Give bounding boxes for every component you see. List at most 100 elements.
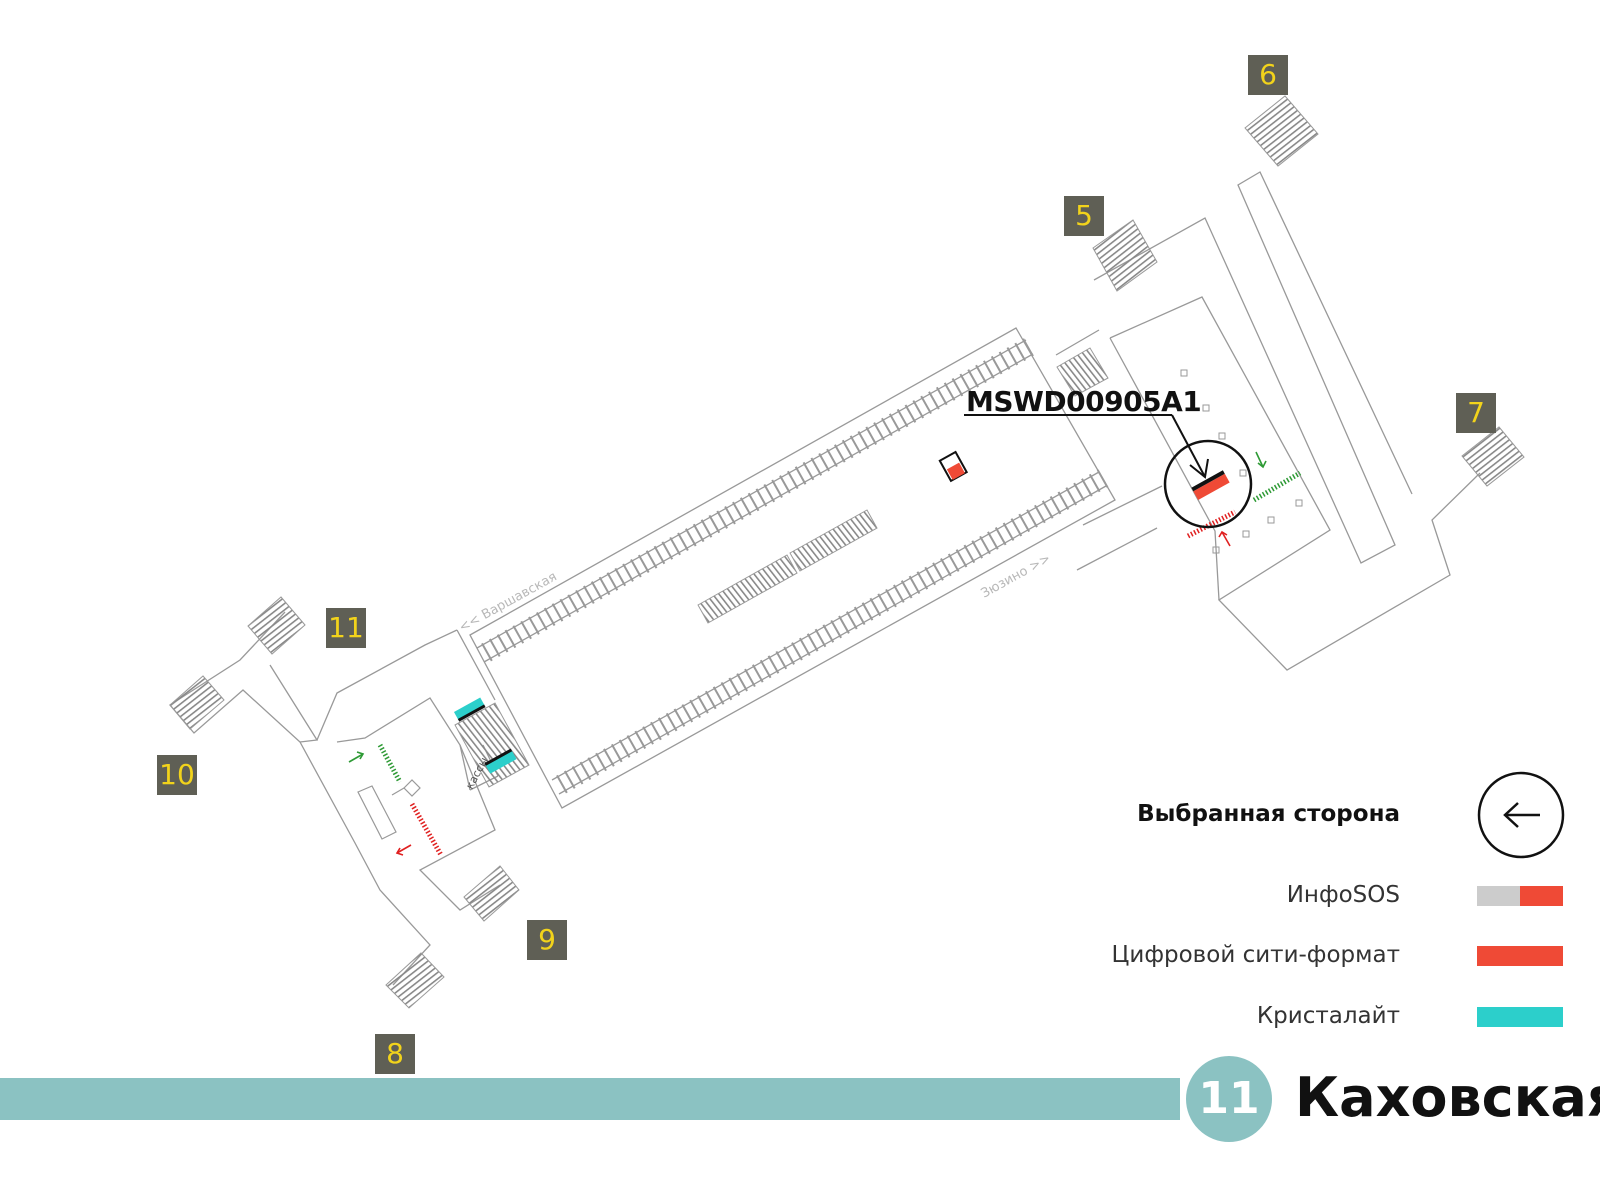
track-sleeper — [732, 501, 744, 521]
track-sleeper — [1088, 473, 1101, 493]
track-sleeper — [814, 628, 827, 648]
track-sleeper — [752, 664, 764, 683]
track-sleeper — [587, 757, 600, 776]
track-sleeper — [951, 377, 964, 397]
track-1-sleepers — [481, 338, 1034, 662]
direction-right-label: Зюзино >> — [979, 551, 1054, 601]
legend-crystallite: Кристалайт — [1256, 1003, 1400, 1029]
track-sleeper — [739, 497, 752, 516]
track-sleeper — [955, 549, 968, 568]
track-sleeper — [802, 461, 815, 481]
track-sleeper — [634, 730, 647, 750]
track-sleeper — [943, 382, 956, 401]
track-sleeper — [661, 541, 674, 560]
track-sleeper — [1010, 518, 1023, 537]
track-sleeper — [783, 646, 795, 665]
metro-line-bar — [0, 1078, 1180, 1120]
track-sleeper — [700, 519, 713, 538]
track-sleeper — [834, 444, 846, 463]
track-sleeper — [1073, 482, 1085, 502]
track-sleeper — [826, 448, 838, 468]
track-2-sleepers — [556, 469, 1109, 794]
track-sleeper — [657, 717, 670, 736]
legend-crystallite-swatch — [1477, 1007, 1563, 1027]
track-sleeper — [747, 492, 760, 512]
track-sleeper — [779, 475, 791, 494]
track-sleeper — [975, 364, 987, 384]
entry-arrow-icon — [348, 751, 365, 763]
track-sleeper — [869, 597, 882, 617]
exit-arrow-icon — [395, 844, 412, 856]
track-sleeper — [861, 602, 874, 621]
arrow-left-icon — [1503, 802, 1540, 828]
track-sleeper — [810, 457, 823, 476]
track-sleeper — [838, 615, 850, 634]
crystallite-panels — [453, 697, 517, 774]
track-sleeper — [983, 360, 995, 379]
track-sleeper — [755, 488, 768, 507]
track-sleeper — [575, 589, 587, 609]
track-sleeper — [971, 540, 983, 559]
track-sleeper — [963, 544, 976, 564]
track-sleeper — [1034, 504, 1046, 524]
exit-arrow-icon — [1218, 530, 1231, 547]
track-sleeper — [653, 545, 666, 565]
track-sleeper — [708, 514, 721, 534]
track-sleeper — [904, 404, 917, 423]
vestibule-kiosk — [357, 779, 421, 840]
track-sleeper — [637, 554, 650, 574]
legend-infosos-swatch — [1477, 886, 1563, 906]
digital-city-format-panel — [938, 450, 969, 483]
track-sleeper — [873, 422, 885, 441]
exit-badge-8: 8 — [375, 1034, 415, 1074]
exit-badge-9: 9 — [527, 920, 567, 960]
track-sleeper — [767, 655, 780, 674]
track-sleeper — [673, 708, 686, 727]
track-sleeper — [1081, 478, 1093, 497]
track-sleeper — [794, 466, 807, 485]
legend-infosos: ИнфоSOS — [1286, 882, 1400, 908]
track-sleeper — [606, 572, 619, 591]
track-sleeper — [896, 408, 909, 428]
track-sleeper — [559, 598, 572, 618]
track-sleeper — [669, 536, 681, 556]
track-sleeper — [689, 699, 701, 719]
track-sleeper — [947, 553, 960, 572]
track-sleeper — [849, 435, 862, 454]
track-sleeper — [571, 766, 584, 785]
exit-badge-7: 7 — [1456, 393, 1496, 433]
track-sleeper — [481, 642, 493, 662]
legend-digital-city-format: Цифровой сити-формат — [1111, 942, 1400, 968]
track-sleeper — [551, 603, 564, 622]
track-sleeper — [771, 479, 783, 498]
track-sleeper — [799, 637, 811, 657]
track-sleeper — [900, 580, 913, 599]
track-sleeper — [888, 413, 901, 432]
track-sleeper — [940, 557, 952, 577]
track-sleeper — [598, 576, 611, 596]
track-sleeper — [791, 642, 803, 661]
track-sleeper — [1041, 500, 1054, 519]
station-name: Каховская — [1295, 1066, 1600, 1129]
track-sleeper — [630, 559, 642, 578]
track-sleeper — [881, 417, 893, 437]
track-sleeper — [786, 470, 799, 490]
track-sleeper — [728, 677, 741, 696]
track-sleeper — [610, 743, 623, 763]
track-sleeper — [912, 400, 925, 419]
track-sleeper — [595, 752, 607, 772]
track-sleeper — [818, 453, 830, 472]
track-sleeper — [665, 712, 678, 732]
track-sleeper — [1002, 522, 1015, 541]
track-sleeper — [806, 633, 819, 652]
track-sleeper — [543, 607, 556, 627]
track-sleeper — [775, 650, 788, 670]
track-sleeper — [877, 593, 889, 612]
track-sleeper — [488, 638, 501, 657]
track-sleeper — [744, 668, 756, 688]
track-sleeper — [556, 774, 568, 794]
track-sleeper — [1065, 487, 1078, 506]
track-sleeper — [979, 535, 991, 555]
track-sleeper — [716, 510, 728, 529]
